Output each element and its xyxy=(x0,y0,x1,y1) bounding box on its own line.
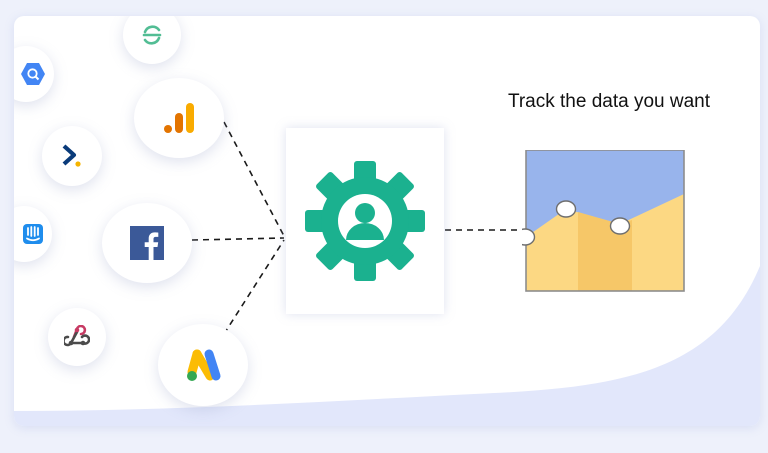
facebook-icon xyxy=(130,226,164,260)
connector-facebook xyxy=(191,237,285,241)
google-analytics-icon xyxy=(164,103,194,133)
connector-lines xyxy=(191,121,519,335)
source-facebook[interactable] xyxy=(102,203,192,283)
chart-point-1 xyxy=(522,228,536,246)
google-ads-icon xyxy=(187,349,221,381)
source-adroll[interactable] xyxy=(42,126,102,186)
background-wave xyxy=(14,266,760,426)
source-google-ads[interactable] xyxy=(158,324,248,406)
webhooks-icon xyxy=(64,325,90,347)
source-google-analytics[interactable] xyxy=(134,78,224,158)
integration-card: Track the data you want xyxy=(14,16,760,426)
intercom-icon xyxy=(23,224,43,244)
chart-point-3 xyxy=(609,217,631,235)
source-segment[interactable] xyxy=(123,16,181,64)
headline: Track the data you want xyxy=(507,91,711,112)
connector-analytics xyxy=(223,121,285,237)
gear-user-icon xyxy=(305,161,425,281)
source-webhooks[interactable] xyxy=(48,308,106,366)
connector-google-ads xyxy=(223,239,285,335)
bigquery-icon xyxy=(21,63,45,85)
chart-point-2 xyxy=(555,200,577,218)
chart-frame xyxy=(525,150,685,292)
data-chart-illustration xyxy=(522,150,685,292)
segment-icon xyxy=(142,25,162,45)
integration-hub xyxy=(286,128,444,314)
adroll-icon xyxy=(62,144,81,167)
